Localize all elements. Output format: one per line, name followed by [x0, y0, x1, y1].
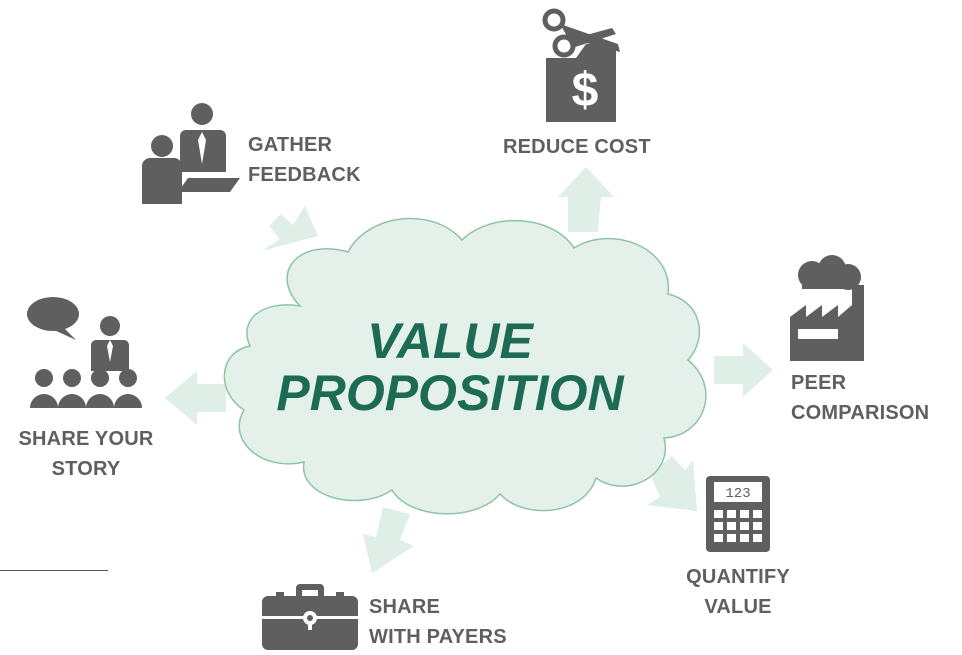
center-title-line1: VALUE [367, 313, 533, 369]
presenter-audience-icon [27, 297, 142, 408]
svg-text:$: $ [572, 64, 599, 117]
share-your-story-line1: SHARE YOUR [18, 428, 154, 450]
share-your-story-label: SHARE YOUR STORY [8, 424, 164, 484]
factory-icon [790, 255, 864, 361]
share-with-payers-line2: WITH PAYERS [369, 626, 507, 648]
calculator-icon: 123 [706, 476, 770, 552]
share-with-payers-label: SHARE WITH PAYERS [369, 592, 507, 652]
briefcase-icon [262, 584, 358, 650]
arrow-gather-feedback [262, 206, 318, 251]
calculator-display: 123 [725, 486, 750, 502]
center-title-line2: PROPOSITION [276, 365, 624, 421]
arrow-share-payers [363, 507, 414, 573]
gather-feedback-line2: FEEDBACK [248, 164, 361, 186]
arrow-share-story [165, 371, 226, 425]
scissors-dollar-icon: $ [542, 8, 620, 122]
peer-comparison-line1: PEER [791, 372, 847, 394]
meeting-icon [142, 103, 240, 204]
share-your-story-line2: STORY [51, 458, 121, 480]
share-with-payers-line1: SHARE [369, 596, 441, 618]
quantify-value-label: QUANTIFY VALUE [668, 562, 808, 622]
cloud-shape [223, 217, 707, 515]
center-title: VALUE PROPOSITION [240, 315, 660, 419]
gather-feedback-line1: GATHER [248, 134, 333, 156]
divider-line [0, 570, 108, 571]
arrow-peer-comparison [714, 343, 773, 397]
quantify-value-line1: QUANTIFY [686, 566, 790, 588]
arrow-reduce-cost [558, 167, 614, 232]
arrow-quantify-value [647, 456, 697, 511]
quantify-value-line2: VALUE [704, 596, 772, 618]
arrows [165, 167, 773, 573]
gather-feedback-label: GATHER FEEDBACK [248, 130, 361, 190]
peer-comparison-line2: COMPARISON [791, 402, 930, 424]
peer-comparison-label: PEER COMPARISON [791, 368, 929, 428]
reduce-cost-label: REDUCE COST [503, 136, 651, 158]
